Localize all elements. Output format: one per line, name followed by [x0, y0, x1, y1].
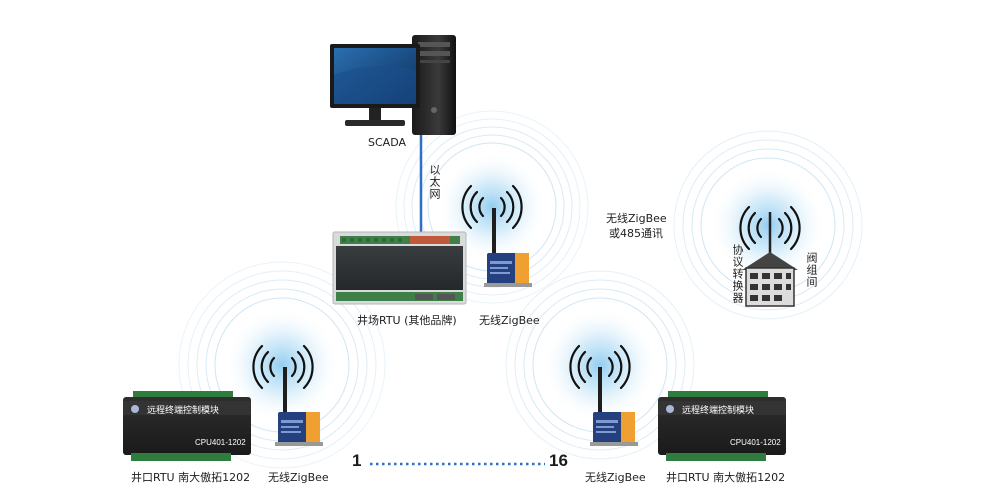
building-icon	[742, 212, 798, 307]
scada-label: SCADA	[368, 136, 406, 149]
zigbee-label-right: 无线ZigBee	[585, 471, 646, 484]
wellsite-rtu-icon	[332, 231, 467, 305]
well-rtu-label-left: 井口RTU 南大傲拓1202	[131, 471, 251, 484]
svg-text:CPU401-1202: CPU401-1202	[730, 438, 781, 447]
plc-icon: 远程终端控制模块 CPU401-1202 远程终端控制模块 CPU401-120…	[123, 391, 786, 461]
radio-waves-valve	[673, 130, 863, 320]
radio-waves-right	[505, 270, 695, 460]
range-end-number: 16	[549, 451, 568, 470]
protocol-converter-label: 协议转换器	[731, 244, 744, 304]
zigbee-label-center: 无线ZigBee	[479, 314, 540, 327]
wireless-note-line2: 或485通讯	[609, 227, 663, 240]
svg-text:远程终端控制模块: 远程终端控制模块	[147, 404, 219, 416]
valve-group-label: 阀组间	[805, 252, 818, 288]
zigbee-label-left: 无线ZigBee	[268, 471, 329, 484]
svg-text:远程终端控制模块: 远程终端控制模块	[682, 404, 754, 416]
computer-icon	[330, 35, 456, 135]
antenna-icon	[252, 184, 801, 390]
svg-text:CPU401-1202: CPU401-1202	[195, 438, 246, 447]
ethernet-label: 以太网	[428, 164, 441, 200]
wellsite-rtu-label: 井场RTU (其他品牌)	[357, 314, 457, 327]
wireless-note-line1: 无线ZigBee	[606, 212, 667, 225]
well-rtu-label-right: 井口RTU 南大傲拓1202	[666, 471, 786, 484]
zigbee-module-icon	[275, 208, 638, 446]
range-start-number: 1	[352, 451, 362, 470]
